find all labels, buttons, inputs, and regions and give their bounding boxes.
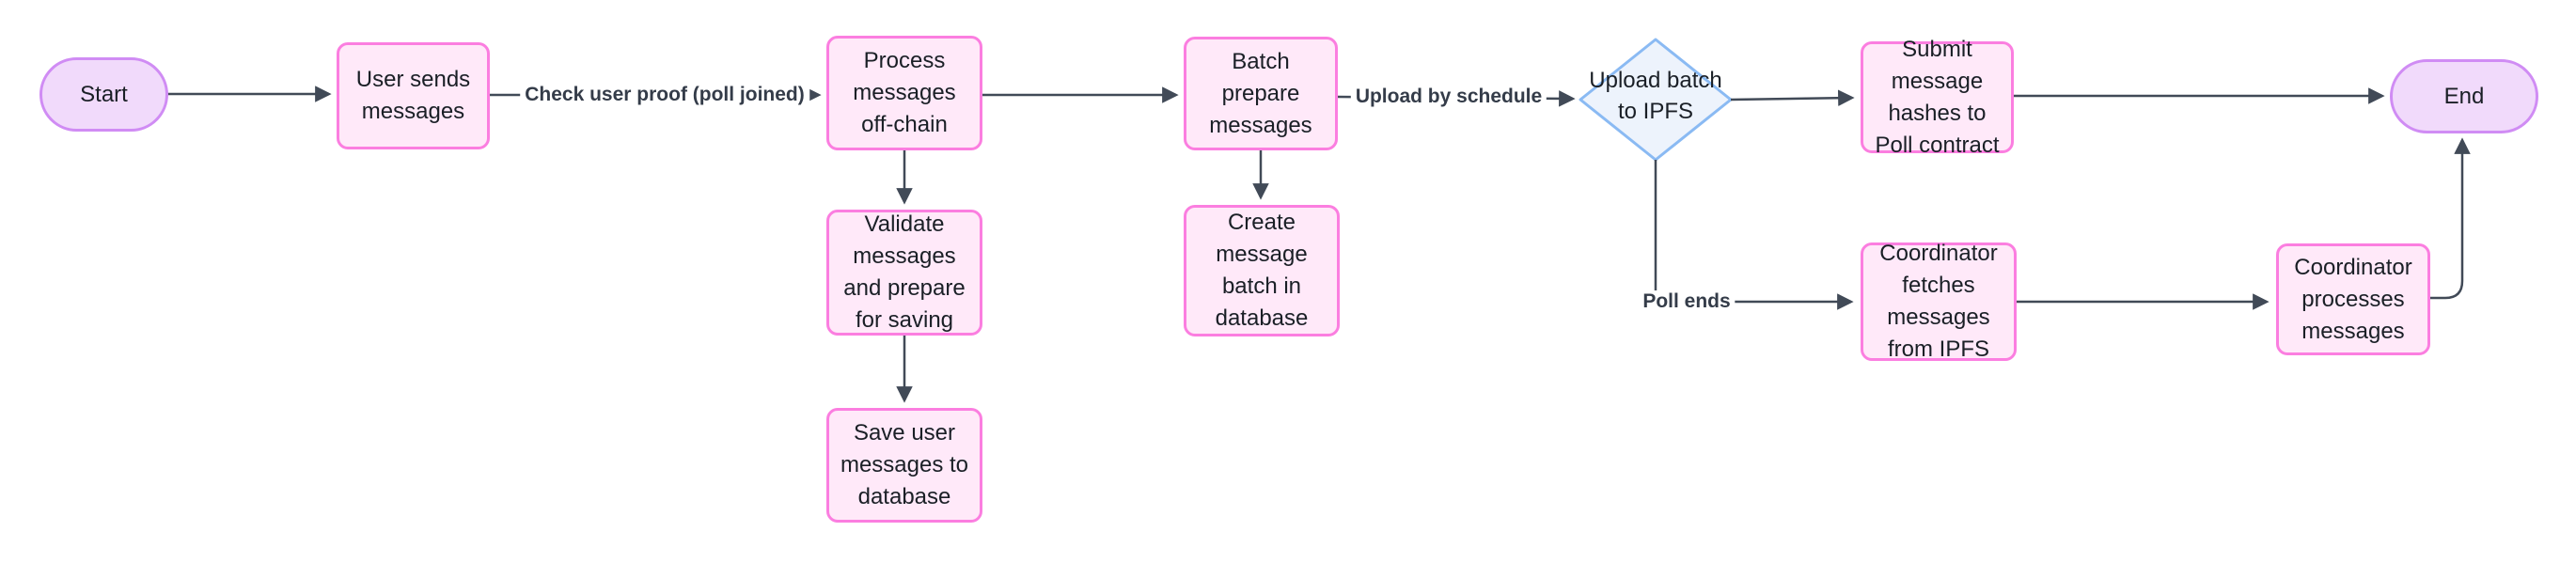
node-upload-batch-to-ipfs: Upload batch to IPFS [1589,68,1722,124]
node-user-sends-messages: User sends messages [337,42,490,149]
node-batch-prepare-messages: Batch prepare messages [1184,37,1338,150]
node-validate-messages: Validate messages and prepare for saving [826,210,982,336]
node-coordinator-processes-messages: Coordinator processes messages [2276,243,2430,355]
edge-label-poll-ends: Poll ends [1638,290,1736,313]
node-create-message-batch: Create message batch in database [1184,205,1340,336]
edge-coordinator-process-to-end [2430,137,2471,300]
edge-diamond-to-coordinator-fetch [1654,160,1854,310]
node-coordinator-fetches-messages: Coordinator fetches messages from IPFS [1861,241,2017,362]
node-start: Start [39,57,168,132]
edge-diamond-to-submit [1730,89,1855,106]
node-process-messages-offchain: Process messages off-chain [826,36,982,150]
edge-label-upload-by-schedule: Upload by schedule [1350,86,1547,108]
node-end: End [2390,59,2538,133]
node-save-user-messages: Save user messages to database [826,408,982,523]
node-submit-message-hashes: Submit message hashes to Poll contract [1861,37,2014,158]
edge-label-check-user-proof: Check user proof (poll joined) [520,84,809,106]
